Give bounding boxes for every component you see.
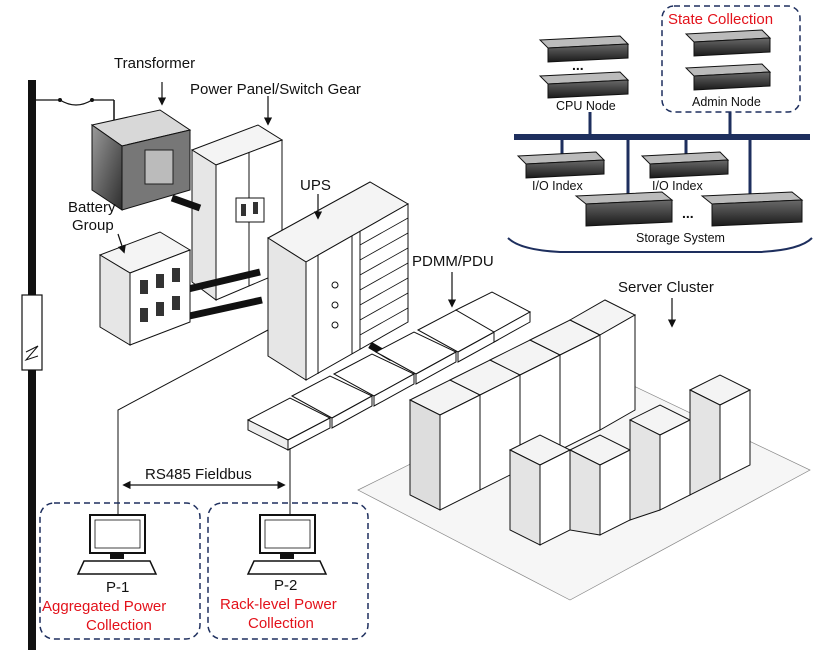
io-index-1-icon	[516, 151, 606, 179]
p2-box	[207, 502, 369, 640]
p2-line1: Rack-level Power	[220, 596, 337, 613]
io-index-2-icon	[640, 151, 730, 179]
p1-box	[39, 502, 201, 640]
server-cluster-panel: ... CPU Node State Collection Admin Node…	[507, 5, 813, 253]
transformer-icon	[90, 109, 192, 211]
io-index-2-label: I/O Index	[652, 179, 703, 193]
pdu-strips	[246, 291, 532, 451]
cluster-bracket	[507, 237, 813, 253]
cpu-ellipsis: ...	[572, 57, 584, 73]
pdmm-label: PDMM/PDU	[412, 253, 494, 270]
battery-label-line1: Battery	[68, 199, 116, 216]
admin-node-icon	[684, 29, 772, 91]
p2-line2: Collection	[248, 615, 314, 632]
utility-pole	[21, 80, 114, 650]
state-collection-label: State Collection	[668, 11, 773, 28]
server-racks	[408, 299, 752, 546]
cpu-node-icon	[538, 35, 630, 99]
power-panel-label: Power Panel/Switch Gear	[190, 81, 361, 98]
network-bus	[514, 134, 810, 140]
io-index-1-label: I/O Index	[532, 179, 583, 193]
storage-system-icon	[574, 191, 804, 227]
ups-icon	[267, 181, 410, 381]
fieldbus-lines	[117, 329, 291, 515]
p1-id: P-1	[106, 579, 129, 596]
admin-node-label: Admin Node	[692, 95, 761, 109]
cpu-node-label: CPU Node	[556, 99, 616, 113]
server-cluster-label: Server Cluster	[618, 279, 714, 296]
power-panel-icon	[190, 124, 284, 301]
ups-label: UPS	[300, 177, 331, 194]
p2-id: P-2	[274, 577, 297, 594]
fieldbus-label: RS485 Fieldbus	[145, 466, 252, 483]
p1-monitor-icon	[76, 514, 158, 575]
p1-line2: Collection	[86, 617, 152, 634]
battery-label-line2: Group	[72, 217, 114, 234]
p2-monitor-icon	[246, 514, 328, 575]
storage-system-label: Storage System	[636, 231, 725, 245]
battery-group-icon	[98, 231, 192, 346]
storage-ellipsis: ...	[682, 205, 694, 221]
transformer-label: Transformer	[114, 55, 195, 72]
p1-line1: Aggregated Power	[42, 598, 166, 615]
